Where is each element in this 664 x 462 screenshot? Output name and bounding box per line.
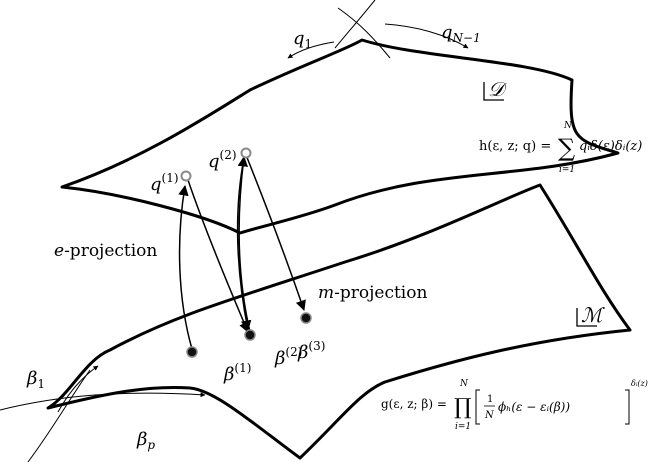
- label-point-q1: q(1): [150, 171, 179, 195]
- point-beta2: [244, 329, 256, 341]
- tangent-q-curve-crossing: [337, 7, 391, 59]
- point-q2: [240, 147, 252, 159]
- label-point-beta1: β(1): [223, 361, 251, 385]
- manifold-d-surface: [60, 38, 620, 235]
- formula-g-frac-num: 1: [487, 394, 493, 405]
- formula-h: h(ε, z; q) = N ∑ i=1 qᵢδ(ε)δᵢ(z): [479, 121, 642, 175]
- tangent-beta-crossing: [27, 369, 91, 462]
- tangent-qN1-arrow: [384, 23, 469, 49]
- formula-h-sum-top: N: [563, 121, 573, 131]
- formula-g-exponent: δᵢ(z): [631, 379, 648, 388]
- tangent-q-vertical: [334, 0, 376, 49]
- formula-g-right-bracket: [625, 389, 630, 425]
- label-beta1: β1: [26, 368, 45, 391]
- formula-h-sum-symbol: ∑: [558, 134, 575, 162]
- manifold-d-bracket: [483, 82, 504, 101]
- formula-g-body: ϕₕ(ε − εᵢ(β)): [498, 400, 570, 414]
- manifold-m-surface: [46, 183, 632, 460]
- point-q1: [180, 170, 192, 182]
- formula-g-prod-symbol: ∏: [454, 395, 472, 420]
- label-point-beta2: β(2): [274, 345, 302, 369]
- e-projection-label: e-projection: [54, 241, 157, 261]
- e-projection-arrow-b1-to-q1: [178, 184, 193, 350]
- e-projection-arrow-b2-to-q2: [237, 155, 251, 333]
- formula-g-lhs: g(ε, z; β) =: [381, 397, 447, 411]
- manifold-d-label: 𝒟: [488, 77, 508, 101]
- formula-g-prod-bottom: i=1: [455, 422, 471, 432]
- point-beta1: [186, 346, 198, 358]
- m-projection-arrow-q2-to-b3: [245, 154, 306, 311]
- label-point-q2: q(2): [208, 148, 237, 172]
- tangent-q1-arrow: [287, 41, 335, 59]
- formula-h-body: qᵢδ(ε)δᵢ(z): [579, 139, 642, 154]
- label-qN-1: qN−1: [441, 22, 481, 45]
- m-projection-arrow-q2-to-b2: [236, 157, 252, 332]
- formula-g-left-bracket: [475, 389, 480, 425]
- formula-h-sum-bottom: i=1: [559, 165, 575, 175]
- manifold-m-bracket: [576, 308, 597, 327]
- tangent-betap-arrow: [0, 392, 206, 411]
- m-projection-label: m-projection: [318, 283, 427, 303]
- formula-g-prod-top: N: [459, 379, 469, 389]
- formula-g: g(ε, z; β) = N ∏ i=1 1 N ϕₕ(ε − εᵢ(β)) δ…: [381, 379, 648, 432]
- formula-h-lhs: h(ε, z; q) =: [479, 139, 551, 154]
- point-beta3: [300, 312, 312, 324]
- label-point-beta3: β(3): [297, 339, 325, 363]
- formula-g-frac-den: N: [484, 410, 495, 421]
- tangent-beta1-arrow: [57, 365, 99, 413]
- label-betap: βp: [136, 429, 155, 452]
- label-q1: q1: [293, 28, 312, 51]
- m-projection-arrow-q1-to-b2: [187, 179, 250, 333]
- manifold-m-label: ℳ: [581, 303, 605, 327]
